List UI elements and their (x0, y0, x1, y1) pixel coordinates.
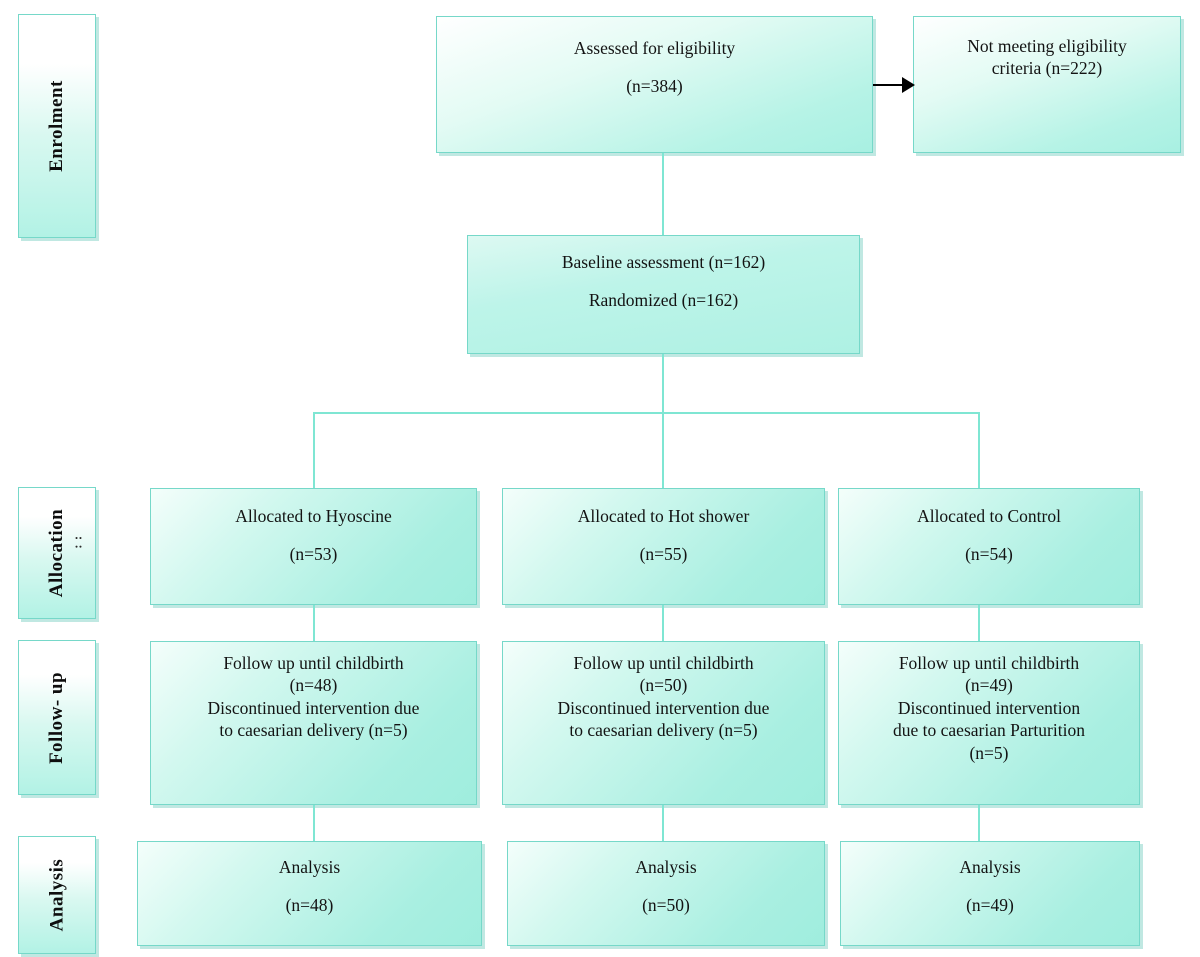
connector-alloc-to-followup-control (978, 605, 980, 641)
analysis-hyoscine-spacer (138, 878, 481, 894)
connector-branch-middle-drop (662, 412, 664, 488)
followup-control-line-1: Follow up until childbirth (898, 653, 1080, 673)
allocation-hyoscine-line-1: Allocated to Hyoscine (235, 506, 392, 526)
followup-control-line-2: (n=49) (965, 675, 1013, 696)
box-followup-hyoscine: Follow up until childbirth (n=48) Discon… (150, 641, 477, 805)
box-analysis-hyoscine: Analysis (n=48) (137, 841, 482, 946)
analysis-hot-shower-line-1: Analysis (635, 857, 697, 877)
box-analysis-control: Analysis (n=49) (840, 841, 1140, 946)
box-analysis-hot-shower: Analysis (n=50) (507, 841, 825, 946)
allocation-hot-shower-line-2: (n=55) (639, 544, 688, 565)
followup-hyoscine-line-2: (n=48) (289, 675, 338, 696)
stage-label-enrolment: Enrolment (18, 14, 96, 238)
connector-branch-left-drop (313, 412, 315, 488)
followup-hot-shower-line-1: Follow up until childbirth (573, 653, 754, 673)
followup-hyoscine-line-1: Follow up until childbirth (223, 653, 404, 673)
assessed-spacer (437, 59, 872, 75)
followup-control-line-4: due to caesarian Parturition (893, 720, 1085, 741)
connector-followup-to-analysis-hyoscine (313, 805, 315, 841)
stage-label-allocation-marks: : : (69, 535, 85, 549)
baseline-line-1: Baseline assessment (n=162) (561, 252, 766, 272)
connector-followup-to-analysis-hot-shower (662, 805, 664, 841)
box-allocation-control: Allocated to Control (n=54) (838, 488, 1140, 605)
followup-hyoscine-line-3: Discontinued intervention due (207, 697, 420, 718)
allocation-hot-shower-line-1: Allocated to Hot shower (577, 506, 750, 526)
stage-label-followup-text: Follow- up (46, 671, 68, 764)
followup-control-line-3: Discontinued intervention (897, 697, 1081, 718)
excluded-line-1: Not meeting eligibility (967, 36, 1127, 56)
connector-baseline-stem (662, 354, 664, 413)
followup-hot-shower-line-2: (n=50) (639, 675, 688, 696)
allocation-hyoscine-spacer (151, 527, 476, 543)
followup-control-line-5: (n=5) (969, 742, 1009, 763)
box-followup-control: Follow up until childbirth (n=49) Discon… (838, 641, 1140, 805)
baseline-line-2: Randomized (n=162) (588, 290, 739, 311)
allocation-hot-shower-spacer (503, 527, 824, 543)
analysis-control-spacer (841, 878, 1139, 894)
box-assessed-for-eligibility: Assessed for eligibility (n=384) (436, 16, 873, 153)
stage-label-allocation-text: Allocation (46, 508, 68, 598)
allocation-control-line-2: (n=54) (965, 544, 1013, 565)
assessed-line-1: Assessed for eligibility (573, 38, 736, 58)
stage-label-allocation: Allocation : : (18, 487, 96, 619)
followup-hot-shower-line-3: Discontinued intervention due (557, 697, 770, 718)
analysis-control-line-2: (n=49) (966, 895, 1014, 916)
box-not-meeting-eligibility: Not meeting eligibility criteria (n=222) (913, 16, 1181, 153)
allocation-control-spacer (839, 527, 1139, 543)
box-allocation-hot-shower: Allocated to Hot shower (n=55) (502, 488, 825, 605)
analysis-hot-shower-line-2: (n=50) (642, 895, 690, 916)
connector-branch-right-drop (978, 412, 980, 488)
allocation-control-line-1: Allocated to Control (917, 506, 1061, 526)
box-allocation-hyoscine: Allocated to Hyoscine (n=53) (150, 488, 477, 605)
stage-label-enrolment-text: Enrolment (46, 80, 68, 172)
connector-followup-to-analysis-control (978, 805, 980, 841)
connector-alloc-to-followup-hyoscine (313, 605, 315, 641)
stage-label-analysis: Analysis (18, 836, 96, 954)
box-followup-hot-shower: Follow up until childbirth (n=50) Discon… (502, 641, 825, 805)
followup-hot-shower-line-4: to caesarian delivery (n=5) (569, 720, 758, 741)
connector-alloc-to-followup-hot-shower (662, 605, 664, 641)
baseline-spacer (468, 273, 859, 289)
connector-branch-horizontal (313, 412, 980, 414)
stage-label-analysis-text: Analysis (45, 858, 67, 932)
connector-assessed-to-baseline (662, 153, 664, 235)
assessed-line-2: (n=384) (626, 76, 683, 97)
allocation-hyoscine-line-2: (n=53) (289, 544, 338, 565)
box-baseline-randomized: Baseline assessment (n=162) Randomized (… (467, 235, 860, 354)
stage-label-followup: Follow- up (18, 640, 96, 795)
analysis-control-line-1: Analysis (959, 857, 1021, 877)
arrow-shaft-excluded (873, 84, 904, 86)
arrow-head-excluded (902, 77, 915, 93)
analysis-hot-shower-spacer (508, 878, 824, 894)
analysis-hyoscine-line-1: Analysis (278, 857, 341, 877)
analysis-hyoscine-line-2: (n=48) (285, 895, 334, 916)
excluded-line-2: criteria (n=222) (991, 58, 1103, 79)
followup-hyoscine-line-4: to caesarian delivery (n=5) (219, 720, 408, 741)
